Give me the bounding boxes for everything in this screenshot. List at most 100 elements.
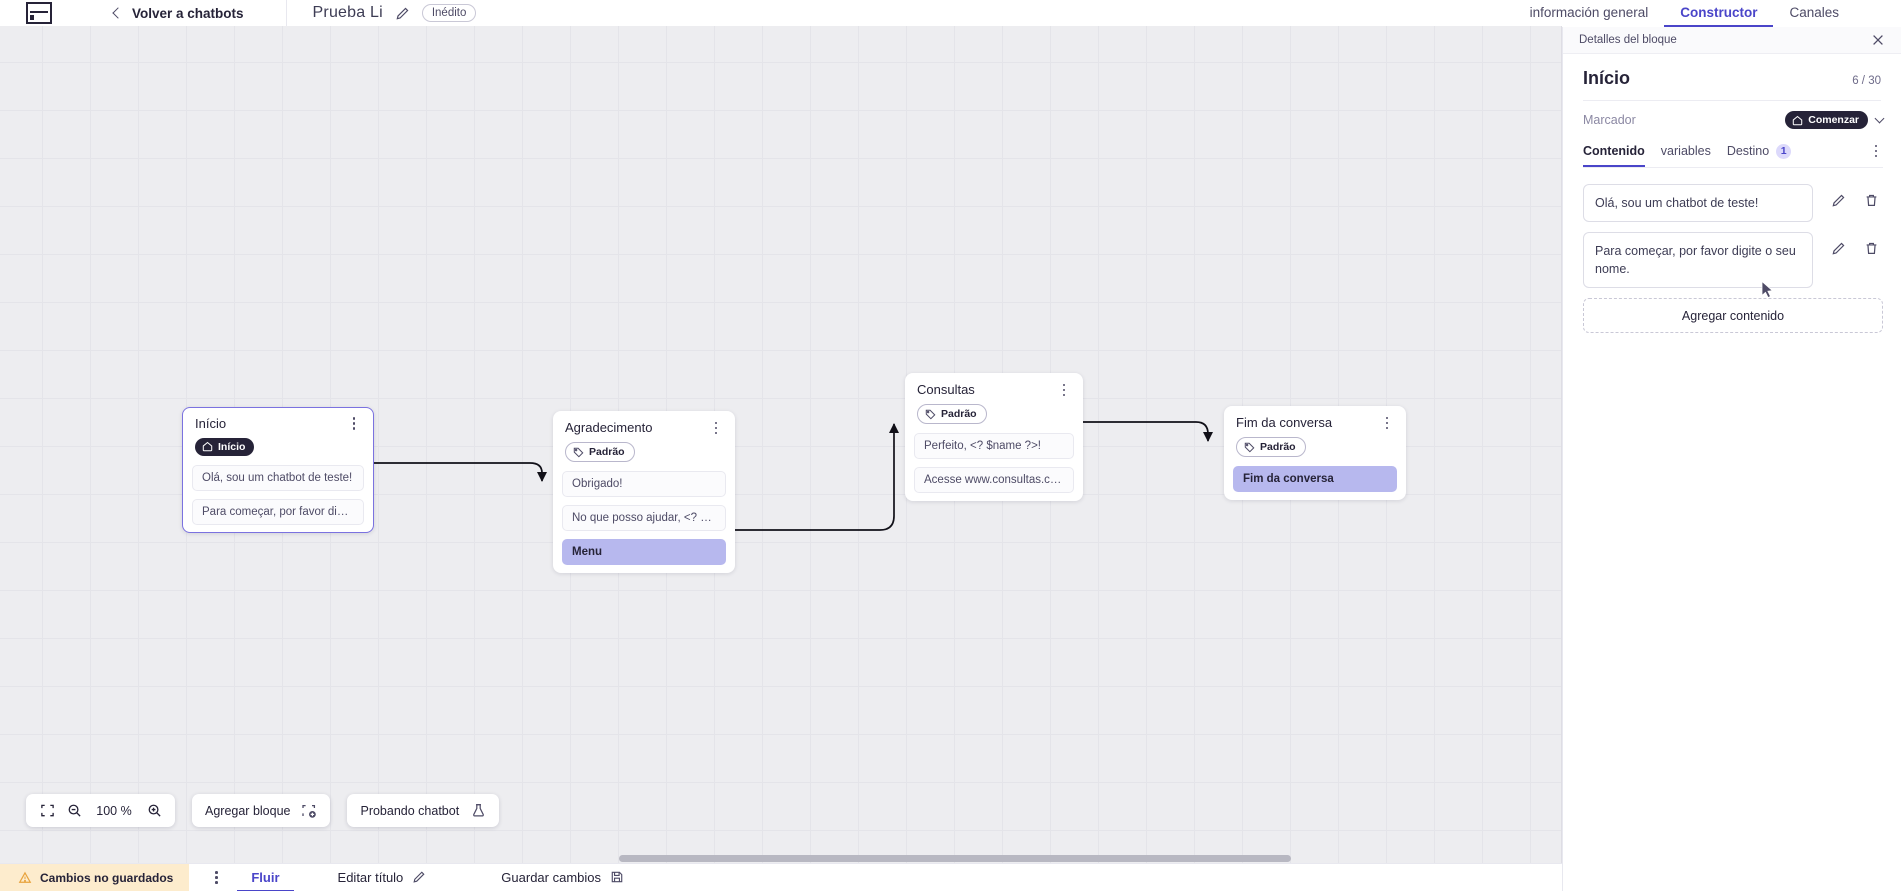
more-vertical-icon[interactable] [1380, 415, 1394, 431]
tab-destino[interactable]: Destino 1 [1725, 143, 1805, 167]
tab-destino-label: Destino [1726, 144, 1770, 158]
node-tag-label: Padrão [589, 446, 625, 458]
node-row[interactable]: No que posso ajudar, <? $name ... [562, 504, 726, 531]
more-vertical-icon[interactable] [1057, 382, 1071, 398]
node-row[interactable]: Perfeito, <? $name ?>! [914, 432, 1074, 459]
zoom-out-icon[interactable] [66, 803, 82, 819]
save-changes-button[interactable]: Guardar cambios [487, 864, 639, 891]
node-tag-padrao[interactable]: Padrão [917, 404, 987, 424]
pencil-icon[interactable] [1831, 193, 1846, 208]
unsaved-changes-badge: Cambios no guardados [0, 863, 190, 891]
content-actions [1813, 232, 1883, 256]
more-vertical-icon[interactable] [347, 416, 361, 432]
tab-fluir[interactable]: Fluir [237, 864, 293, 891]
topbar-divider [285, 0, 287, 26]
pencil-icon [412, 870, 427, 885]
tab-contenido-label: Contenido [1583, 144, 1645, 158]
flow-node-inicio[interactable]: Início Início Olá, sou um chatbot de tes… [182, 407, 374, 533]
canvas-controls: 100 % Agregar bloque Pro [26, 794, 500, 827]
add-block-icon [301, 803, 317, 819]
test-chatbot-button[interactable]: Probando chatbot [347, 794, 500, 827]
pencil-icon[interactable] [1831, 241, 1846, 256]
pencil-icon[interactable] [395, 6, 410, 21]
more-vertical-icon[interactable] [709, 420, 723, 436]
test-chatbot-label: Probando chatbot [360, 803, 460, 818]
flask-icon [470, 803, 486, 819]
trash-icon[interactable] [1864, 241, 1879, 256]
close-icon[interactable] [1871, 33, 1885, 47]
add-block-label: Agregar bloque [205, 803, 291, 818]
tab-contenido[interactable]: Contenido [1583, 144, 1659, 166]
zoom-in-icon[interactable] [146, 803, 162, 819]
node-tag-padrao[interactable]: Padrão [1236, 437, 1306, 457]
home-icon [202, 441, 213, 452]
node-tag-label: Padrão [1260, 441, 1296, 453]
zoom-controls: 100 % [26, 794, 175, 827]
node-row-menu[interactable]: Menu [562, 538, 726, 565]
fit-screen-icon[interactable] [39, 803, 55, 819]
save-icon [610, 870, 625, 885]
save-changes-label: Guardar cambios [501, 870, 602, 885]
tab-constructor[interactable]: Constructor [1664, 5, 1773, 27]
content-text[interactable]: Para começar, por favor digite o seu nom… [1583, 232, 1813, 288]
node-title: Agradecimento [565, 420, 653, 435]
content-item: Para começar, por favor digite o seu nom… [1583, 232, 1883, 288]
chevron-left-icon [112, 7, 124, 19]
zoom-level-value: 100 % [96, 803, 132, 818]
tag-icon [573, 447, 584, 458]
panel-divider [1583, 100, 1881, 101]
node-tag-padrao[interactable]: Padrão [565, 442, 635, 462]
flow-node-agradecimento[interactable]: Agradecimento Padrão Obrigado! No que po… [553, 411, 735, 573]
flow-node-consultas[interactable]: Consultas Padrão Perfeito, <? $name ?>! … [905, 373, 1083, 501]
add-content-button[interactable]: Agregar contenido [1583, 298, 1883, 333]
flow-canvas[interactable]: Início Início Olá, sou um chatbot de tes… [0, 26, 1562, 863]
panel-block-count: 6 / 30 [1852, 75, 1881, 87]
home-icon [1792, 115, 1803, 126]
back-to-chatbots-link[interactable]: Volver a chatbots [112, 6, 244, 21]
tab-informacion-general[interactable]: información general [1529, 5, 1649, 20]
marker-control[interactable]: Comenzar [1785, 111, 1885, 129]
flow-node-fim-da-conversa[interactable]: Fim da conversa Padrão Fim da conversa [1224, 406, 1406, 500]
panel-tabs-rule [1583, 167, 1883, 168]
warning-icon [18, 871, 32, 885]
node-row[interactable]: Para começar, por favor digite o ... [192, 499, 364, 525]
canvas-hscrollbar-thumb[interactable] [619, 855, 1291, 862]
node-title: Início [195, 415, 227, 431]
content-text[interactable]: Olá, sou um chatbot de teste! [1583, 184, 1813, 222]
tab-variables[interactable]: variables [1659, 144, 1725, 166]
app-logo-icon[interactable] [24, 0, 54, 26]
page-title: Prueba Li [312, 4, 383, 21]
edit-title-button[interactable]: Editar título [324, 864, 442, 891]
tab-canales[interactable]: Canales [1789, 5, 1839, 20]
node-header: Início [183, 416, 373, 432]
panel-header-label: Detalles del bloque [1579, 34, 1677, 46]
node-tag-row: Início [183, 432, 373, 458]
more-vertical-icon[interactable] [209, 870, 223, 886]
active-tab-underline [1583, 165, 1645, 167]
node-tag-row: Padrão [553, 436, 735, 463]
node-header: Fim da conversa [1224, 415, 1406, 431]
tab-variables-label: variables [1660, 144, 1711, 158]
node-header: Consultas [905, 382, 1083, 398]
node-tag-label: Início [218, 440, 246, 453]
node-row[interactable]: Obrigado! [562, 470, 726, 497]
panel-tabs: Contenido variables Destino 1 [1563, 129, 1901, 167]
marker-value-chip[interactable]: Comenzar [1785, 111, 1868, 129]
trash-icon[interactable] [1864, 193, 1879, 208]
content-actions [1813, 184, 1883, 208]
add-block-button[interactable]: Agregar bloque [192, 794, 331, 827]
node-row-end[interactable]: Fim da conversa [1233, 465, 1397, 492]
node-row[interactable]: Olá, sou um chatbot de teste! [192, 465, 364, 491]
status-badge: Inédito [421, 4, 477, 22]
tab-destino-badge: 1 [1776, 143, 1792, 159]
marker-label: Marcador [1583, 113, 1636, 127]
tag-icon [1244, 442, 1255, 453]
node-tag-inicio[interactable]: Início [195, 437, 255, 456]
more-vertical-icon[interactable] [1869, 143, 1883, 159]
panel-title-row: Início 6 / 30 [1563, 54, 1901, 89]
chevron-down-icon[interactable] [1874, 113, 1885, 124]
node-row[interactable]: Acesse www.consultas.com par... [914, 466, 1074, 493]
edit-title-label: Editar título [337, 870, 404, 885]
node-title: Fim da conversa [1236, 415, 1333, 430]
